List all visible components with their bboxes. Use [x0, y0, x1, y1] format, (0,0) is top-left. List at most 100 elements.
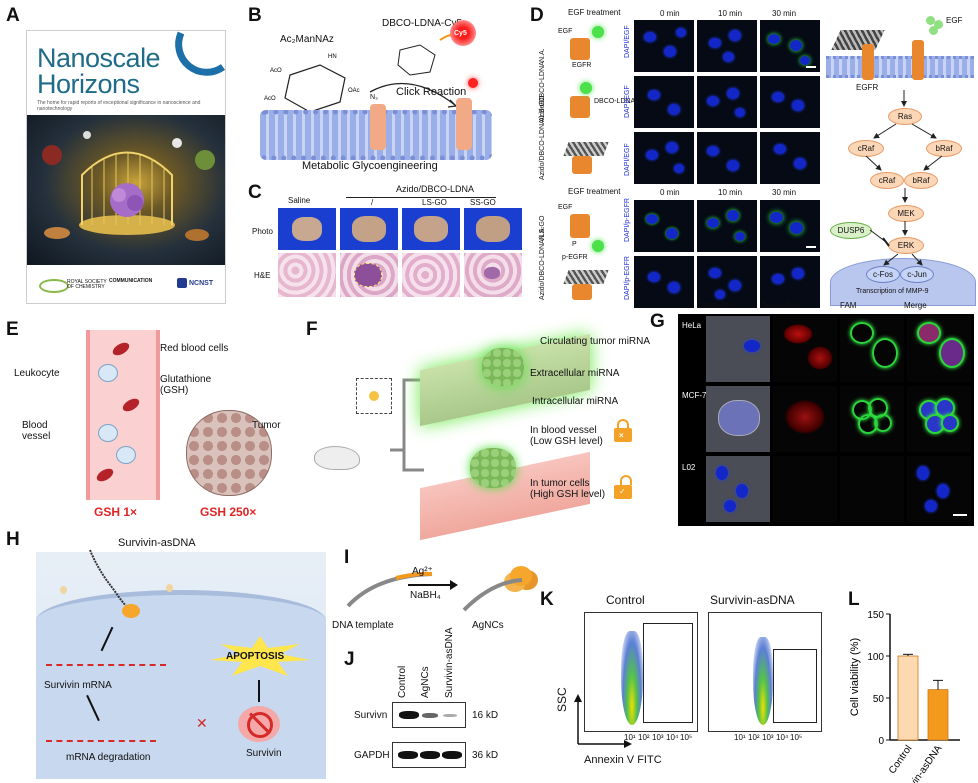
panel-c-col-lsgo: LS-GO — [422, 198, 447, 207]
d-label-dbco: DBCO-LDNA — [594, 98, 636, 105]
micro-d-r1c3 — [760, 20, 820, 72]
flow-tick-1: 10¹ — [624, 733, 636, 742]
glycoprotein-right-icon — [456, 98, 472, 150]
sperm-like-icon-2 — [166, 584, 173, 592]
svg-text:AcO: AcO — [270, 68, 282, 74]
egfr-receptor-icon-4 — [570, 214, 590, 238]
panel-letter-b: B — [248, 5, 262, 26]
in-vessel-label: In blood vessel (Low GSH level) — [530, 425, 603, 447]
pathway-braf-2: bRaf — [904, 172, 938, 189]
svg-text:OAc: OAc — [348, 88, 360, 94]
panel-c-row-photo: Photo — [252, 227, 273, 236]
size-16kd: 16 kD — [472, 710, 499, 721]
pathway-mek: MEK — [888, 205, 924, 222]
d-row-dbco-lsgo-top: Azido/DBCO-LDNA/LS-GO — [539, 95, 546, 180]
pathway-ras: Ras — [888, 108, 922, 125]
d-label-egf: EGF — [558, 28, 573, 35]
blood-vessel — [86, 330, 160, 500]
tumor-green-icon — [482, 348, 524, 386]
flow-tick-b3: 10³ — [762, 733, 774, 742]
time-30-bottom: 30 min — [772, 188, 797, 197]
ag-ion-label: Ag²⁺ — [412, 566, 433, 577]
egfr-receptor-icon-2 — [570, 96, 590, 118]
panel-letter-f: F — [306, 319, 318, 340]
apoptosis-label: APOPTOSIS — [226, 651, 285, 662]
agnc-cluster-icon — [122, 604, 140, 618]
extracellular-label: Extracellular miRNA — [530, 368, 620, 379]
g-row-mcf7: MCF-7 — [682, 391, 707, 400]
reagent-dbco-ldna-cy5: DBCO-LDNA-Cy5 — [382, 18, 463, 29]
micro-d-r5c2 — [697, 256, 757, 308]
blot-gapdh — [392, 742, 466, 768]
flow-tick-b1: 10¹ — [734, 733, 746, 742]
survivin-protein-icon — [238, 706, 280, 742]
he-stain-dbco — [340, 253, 398, 297]
lung-photo-saline — [278, 208, 336, 250]
egf-treatment-label-bottom: EGF treatment — [568, 187, 621, 196]
ctm-label: Circulating tumor miRNA — [540, 336, 651, 347]
lung-photo-lsgo — [402, 208, 460, 250]
pathway-transcription: Transcription of MMP-9 — [856, 288, 929, 295]
panel-c-group-header: Azido/DBCO-LDNA — [396, 184, 475, 194]
flow-tick-2: 10² — [638, 733, 650, 742]
mrna-strand-icon — [46, 654, 166, 666]
x-tick-label-0: Control — [887, 743, 915, 776]
rsc-logo-icon — [39, 279, 69, 293]
egf-ligand-icon-2 — [580, 82, 592, 94]
micro-d-r5c1 — [634, 256, 694, 308]
g-r3c2 — [773, 456, 837, 522]
panel-letter-j: J — [344, 649, 355, 670]
glycoprotein-left-icon — [370, 104, 386, 150]
d-row-dbco-lsgo-bottom: Azido/DBCO-LDNA/LS-GO — [539, 215, 546, 300]
d-label-pegfr: p-EGFR — [562, 254, 588, 261]
gsh-250x-label: GSH 250× — [200, 505, 257, 519]
micro-d-r2c3 — [760, 76, 820, 128]
lung-photo-dbco — [340, 208, 398, 250]
cover-art — [27, 115, 225, 265]
reagent-ac4mannaz: Ac₂ManNAz — [280, 34, 334, 45]
bifurcation-arrows — [390, 378, 424, 472]
he-stain-saline — [278, 253, 336, 297]
pathway-egfr-icon — [862, 44, 874, 80]
egf-ligand-icon-4 — [592, 240, 604, 252]
agncs-label: AgNCs — [472, 620, 504, 631]
flow-xlabel: Annexin V FITC — [584, 754, 662, 766]
micro-d-r3c3 — [760, 132, 820, 184]
vessel-label: Blood vessel — [22, 420, 51, 442]
journal-subtitle: The home for rapid reports of exceptiona… — [37, 100, 201, 112]
g-r2c2 — [773, 386, 837, 452]
egfr-receptor-icon — [570, 38, 590, 60]
micro-d-r3c1 — [634, 132, 694, 184]
stain-dapi-pegfr-1: DAPI/p-EGFR — [624, 198, 631, 242]
cy5-label: Cy5 — [454, 30, 467, 37]
panel-c-row-he: H&E — [254, 271, 271, 280]
stain-dapi-egf-1: DAPI/EGF — [624, 25, 631, 58]
leukocyte-2-icon — [98, 424, 118, 442]
micro-d-r3c2 — [697, 132, 757, 184]
micro-d-r4c1 — [634, 200, 694, 252]
flow-title-control: Control — [606, 593, 645, 607]
pathway-go-sheet-icon — [831, 30, 885, 50]
g-r1c4 — [907, 316, 971, 382]
g-r3c3 — [840, 456, 904, 522]
panel-c-group-line — [346, 197, 496, 198]
g-r1c2 — [773, 316, 837, 382]
g-r1c3 — [840, 316, 904, 382]
tumor-green-icon-2 — [470, 448, 516, 488]
publisher-name: ROYAL SOCIETY OF CHEMISTRY — [67, 279, 107, 291]
rbc-label: Red blood cells — [160, 343, 229, 354]
time-30-top: 30 min — [772, 9, 797, 18]
birdcage-icon — [42, 131, 215, 241]
journal-title-line1: Nanoscale — [37, 43, 161, 73]
dna-template-label: DNA template — [332, 620, 394, 631]
gsh-1x-label: GSH 1× — [94, 505, 138, 519]
sperm-like-icon-1 — [60, 586, 67, 594]
bar-0 — [897, 655, 919, 741]
lock-open-icon: ✓ — [614, 475, 632, 499]
click-reaction-label: Click Reaction — [396, 86, 467, 98]
flow-plot-survivin — [708, 612, 822, 732]
nanoprobe-inset — [356, 378, 392, 414]
bar-1 — [927, 689, 949, 741]
y-axis-label: Cell viability (%) — [849, 638, 861, 716]
flow-title-survivin: Survivin-asDNA — [710, 593, 795, 607]
